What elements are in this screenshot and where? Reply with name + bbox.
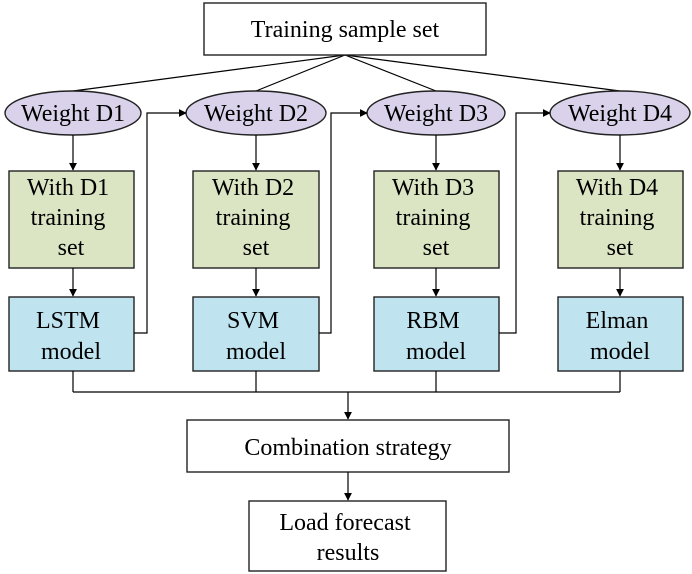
weight-d2-label: Weight D2 — [204, 101, 308, 127]
feedback-connectors — [134, 109, 551, 334]
training-d1-text: With D1 training set — [27, 175, 115, 261]
model-elman-box: Elman model — [557, 296, 684, 372]
training-d1-box: With D1 training set — [8, 170, 135, 269]
model-lstm-box: LSTM model — [8, 296, 135, 372]
model-svm-box: SVM model — [192, 296, 320, 372]
training-d2-line-1: With D2 — [212, 175, 294, 201]
feedback-lstm-to-weight-d2 — [134, 109, 187, 334]
model-elman-line-2: model — [590, 339, 650, 365]
model-svm-line-1: SVM — [227, 308, 279, 334]
training-d4-text: With D4 training set — [576, 175, 664, 261]
model-svm-text: SVM model — [226, 308, 286, 365]
weight-d3-node: Weight D3 — [366, 90, 506, 136]
model-svm-line-2: model — [226, 339, 286, 365]
feedback-rbm-to-weight-d4 — [499, 109, 551, 334]
training-d1-line-2: training — [31, 205, 106, 231]
weight-d4-node: Weight D4 — [549, 90, 691, 136]
training-d3-rect — [373, 170, 500, 269]
training-d4-box: With D4 training set — [557, 170, 684, 269]
model-rbm-text: RBM model — [406, 308, 466, 365]
load-forecast-results-line-1: Load forecast — [279, 510, 411, 536]
model-svm-rect — [192, 296, 320, 372]
training-d3-text: With D3 training set — [392, 175, 480, 261]
training-d2-line-2: training — [216, 205, 291, 231]
training-d3-box: With D3 training set — [373, 170, 500, 269]
training-d3-line-3: set — [423, 235, 450, 261]
training-d1-line-1: With D1 — [27, 175, 109, 201]
training-d1-line-3: set — [58, 235, 85, 261]
combination-strategy-box: Combination strategy — [186, 419, 510, 473]
model-elman-line-1: Elman — [586, 308, 649, 334]
training-d2-text: With D2 training set — [212, 175, 300, 261]
model-lstm-line-2: model — [41, 339, 101, 365]
fanout-connectors — [72, 54, 621, 92]
weight-d2-node: Weight D2 — [185, 90, 327, 136]
merge-connectors — [72, 371, 621, 420]
weight-to-training-arrows — [69, 135, 624, 171]
fanout-line-1 — [72, 54, 346, 92]
training-d3-line-1: With D3 — [392, 175, 474, 201]
model-rbm-line-1: RBM — [406, 308, 459, 334]
combination-strategy-label: Combination strategy — [244, 435, 451, 461]
training-d2-line-3: set — [243, 235, 270, 261]
load-forecast-results-line-2: results — [317, 540, 380, 566]
training-d3-line-2: training — [396, 205, 471, 231]
training-d4-line-3: set — [607, 235, 634, 261]
fanout-line-4 — [344, 54, 621, 92]
model-rbm-line-2: model — [406, 339, 466, 365]
model-lstm-rect — [8, 296, 135, 372]
load-forecast-results-box: Load forecast results — [248, 500, 447, 572]
training-sample-set-label: Training sample set — [251, 17, 440, 43]
model-elman-text: Elman model — [586, 308, 655, 365]
training-d2-box: With D2 training set — [192, 170, 320, 269]
feedback-svm-to-weight-d3 — [319, 109, 368, 334]
model-rbm-box: RBM model — [373, 296, 500, 372]
training-sample-set-box: Training sample set — [203, 2, 487, 56]
training-sample-set-rect — [203, 2, 487, 56]
training-d1-rect — [8, 170, 135, 269]
model-elman-rect — [557, 296, 684, 372]
fanout-line-2 — [255, 54, 346, 92]
model-lstm-text: LSTM model — [36, 308, 106, 365]
training-d4-line-2: training — [580, 205, 655, 231]
fanout-line-3 — [344, 54, 437, 92]
model-lstm-line-1: LSTM — [36, 308, 100, 334]
weight-d1-label: Weight D1 — [21, 101, 125, 127]
training-d4-rect — [557, 170, 684, 269]
training-to-model-arrows — [69, 268, 624, 297]
load-forecast-results-text: Load forecast results — [279, 510, 416, 566]
training-d4-line-1: With D4 — [576, 175, 658, 201]
combination-strategy-rect — [186, 419, 510, 473]
load-forecast-results-rect — [248, 500, 447, 572]
training-d2-rect — [192, 170, 320, 269]
weight-d1-node: Weight D1 — [4, 90, 142, 136]
weight-d3-label: Weight D3 — [384, 101, 488, 127]
weight-d4-label: Weight D4 — [568, 101, 672, 127]
